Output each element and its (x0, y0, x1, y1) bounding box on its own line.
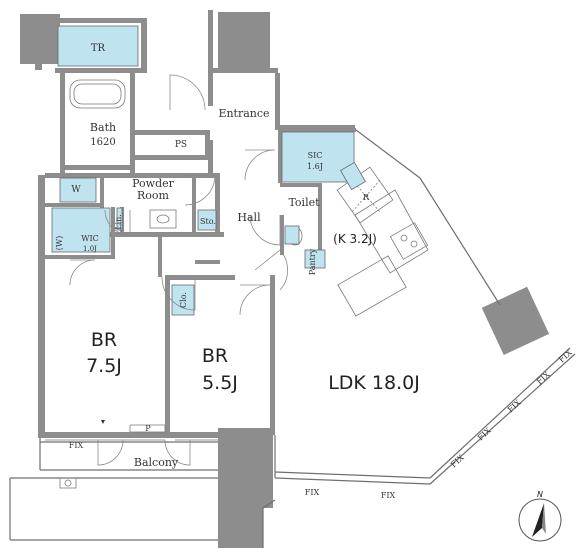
label-balcony: Balcony (134, 456, 179, 469)
compass-needle-shade (542, 503, 546, 534)
label-ldk: LDK 18.0J (328, 372, 420, 394)
doors (59, 74, 289, 489)
sic-shelf (340, 161, 366, 191)
label-br2-name: BR (202, 345, 228, 367)
door-lin (104, 209, 131, 236)
label-lin: Lin. (114, 214, 123, 230)
label-fix-diag-5: FIX (557, 348, 574, 365)
label-wic: WIC (81, 234, 99, 243)
label-fix-diag-1: FIX (449, 453, 466, 470)
pantry-area (304, 249, 326, 269)
label-bath: Bath (90, 121, 116, 134)
door-wic (69, 259, 96, 286)
compass-ring (518, 498, 562, 542)
label-fix-diag-2: FIX (476, 426, 493, 443)
label-w: (W) (55, 236, 64, 250)
door-sic (244, 149, 276, 181)
labels: TR Bath 1620 PS Entrance SIC 1.6J Powder… (55, 43, 420, 469)
label-kitchen: (K 3.2J) (333, 232, 377, 246)
storage-sto-area (197, 209, 217, 231)
label-sic: SIC (308, 151, 323, 160)
door-br2-closet (161, 276, 196, 311)
label-fix-balcony: FIX (69, 441, 84, 450)
label-br1-name: BR (91, 329, 117, 351)
toilet-cabinet-area (284, 225, 300, 245)
label-powder: Powder (132, 177, 175, 190)
label-wic-size: 1.0J (83, 245, 97, 253)
linen-area (116, 207, 123, 231)
label-washer: W (71, 185, 81, 195)
label-room: Room (137, 189, 170, 202)
door-balcony-left (97, 439, 124, 466)
marker-arrow (101, 420, 105, 424)
walls (20, 10, 550, 548)
label-fix-bottom-1: FIX (305, 488, 320, 497)
label-bath-size: 1620 (90, 137, 115, 148)
outline-lines (9, 79, 576, 548)
label-fix-bottom-2: FIX (381, 491, 396, 500)
door-entrance-left (169, 74, 206, 111)
label-toilet: Toilet (288, 196, 320, 209)
door-balcony-right (164, 439, 191, 466)
compass-needle (532, 503, 544, 537)
washer-area (59, 177, 97, 203)
closet-area (171, 284, 195, 316)
label-ps: PS (175, 140, 187, 150)
label-refrigerator: R (363, 193, 370, 202)
door-toilet (249, 214, 281, 246)
storage-areas (51, 25, 366, 316)
label-sic-size: 1.6J (307, 162, 323, 171)
label-hall: Hall (237, 211, 261, 224)
label-sto: Sto. (200, 217, 216, 226)
door-br2 (239, 284, 271, 316)
label-tr: TR (91, 43, 106, 54)
label-clo: Clo. (179, 292, 188, 308)
label-pantry: Pantry (308, 248, 317, 275)
label-fix-diag-4: FIX (535, 370, 552, 387)
tr-area (57, 25, 139, 67)
label-br1-size: 7.5J (86, 355, 122, 377)
compass: N (518, 490, 562, 542)
label-entrance: Entrance (218, 107, 269, 120)
label-fix-diag-3: FIX (506, 398, 523, 415)
compass-north-label: N (537, 490, 543, 499)
door-ldk (254, 249, 289, 291)
door-powder (184, 174, 216, 206)
label-br2-size: 5.5J (202, 372, 238, 394)
wic-area (51, 207, 111, 253)
label-p: P (145, 424, 151, 433)
